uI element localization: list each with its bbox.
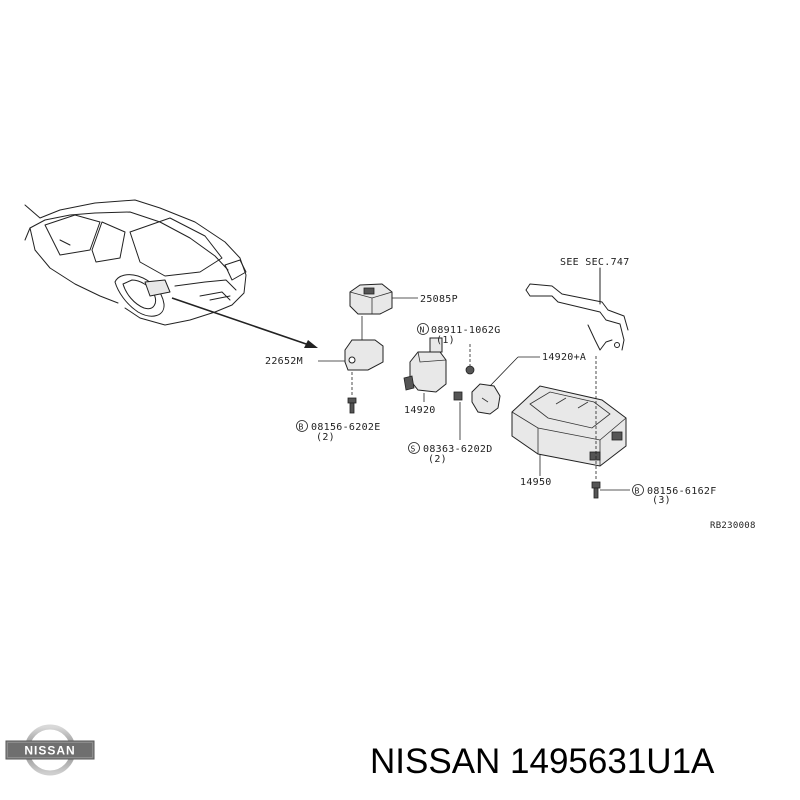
label-08911-qty: (1) [436, 335, 455, 346]
sensor-25085p [349, 283, 418, 315]
reference-code: RB230008 [710, 521, 756, 531]
label-14920: 14920 [404, 405, 436, 416]
label-08156-6202e: 08156-6202E [311, 422, 381, 433]
bracket-22652m [318, 316, 384, 371]
symbol-b-e: B [299, 423, 304, 432]
part-title: NISSAN 1495631U1A [370, 742, 715, 781]
nut-08911-1062g [465, 344, 475, 375]
car-illustration [24, 199, 247, 326]
logo-text: NISSAN [24, 744, 75, 758]
connector-14920a [471, 356, 540, 415]
label-see-sec-747: SEE SEC.747 [560, 257, 630, 268]
nissan-logo: NISSAN [5, 724, 95, 776]
label-08156-6162f: 08156-6162F [647, 486, 717, 497]
label-08363-6202d: 08363-6202D [423, 444, 493, 455]
bracket-see-sec-747 [525, 267, 629, 351]
label-22652m: 22652M [265, 356, 303, 367]
label-08156e-qty: (2) [316, 432, 335, 443]
pointer-arrow [171, 297, 318, 348]
label-25085p: 25085P [420, 294, 458, 305]
bolt-08363-6202d [453, 391, 463, 440]
bolt-08156-6202e [347, 372, 357, 414]
label-08156f-qty: (3) [652, 495, 671, 506]
label-14920a: 14920+A [542, 352, 586, 363]
symbol-n: N [420, 326, 425, 335]
label-14950: 14950 [520, 477, 552, 488]
symbol-b-f: B [635, 487, 640, 496]
bolt-08156-6162f [591, 356, 630, 499]
canister-14950 [511, 385, 627, 476]
valve-14920 [403, 337, 447, 402]
symbol-s: S [411, 445, 416, 454]
label-08911-1062g: 08911-1062G [431, 325, 501, 336]
label-08363-qty: (2) [428, 454, 447, 465]
